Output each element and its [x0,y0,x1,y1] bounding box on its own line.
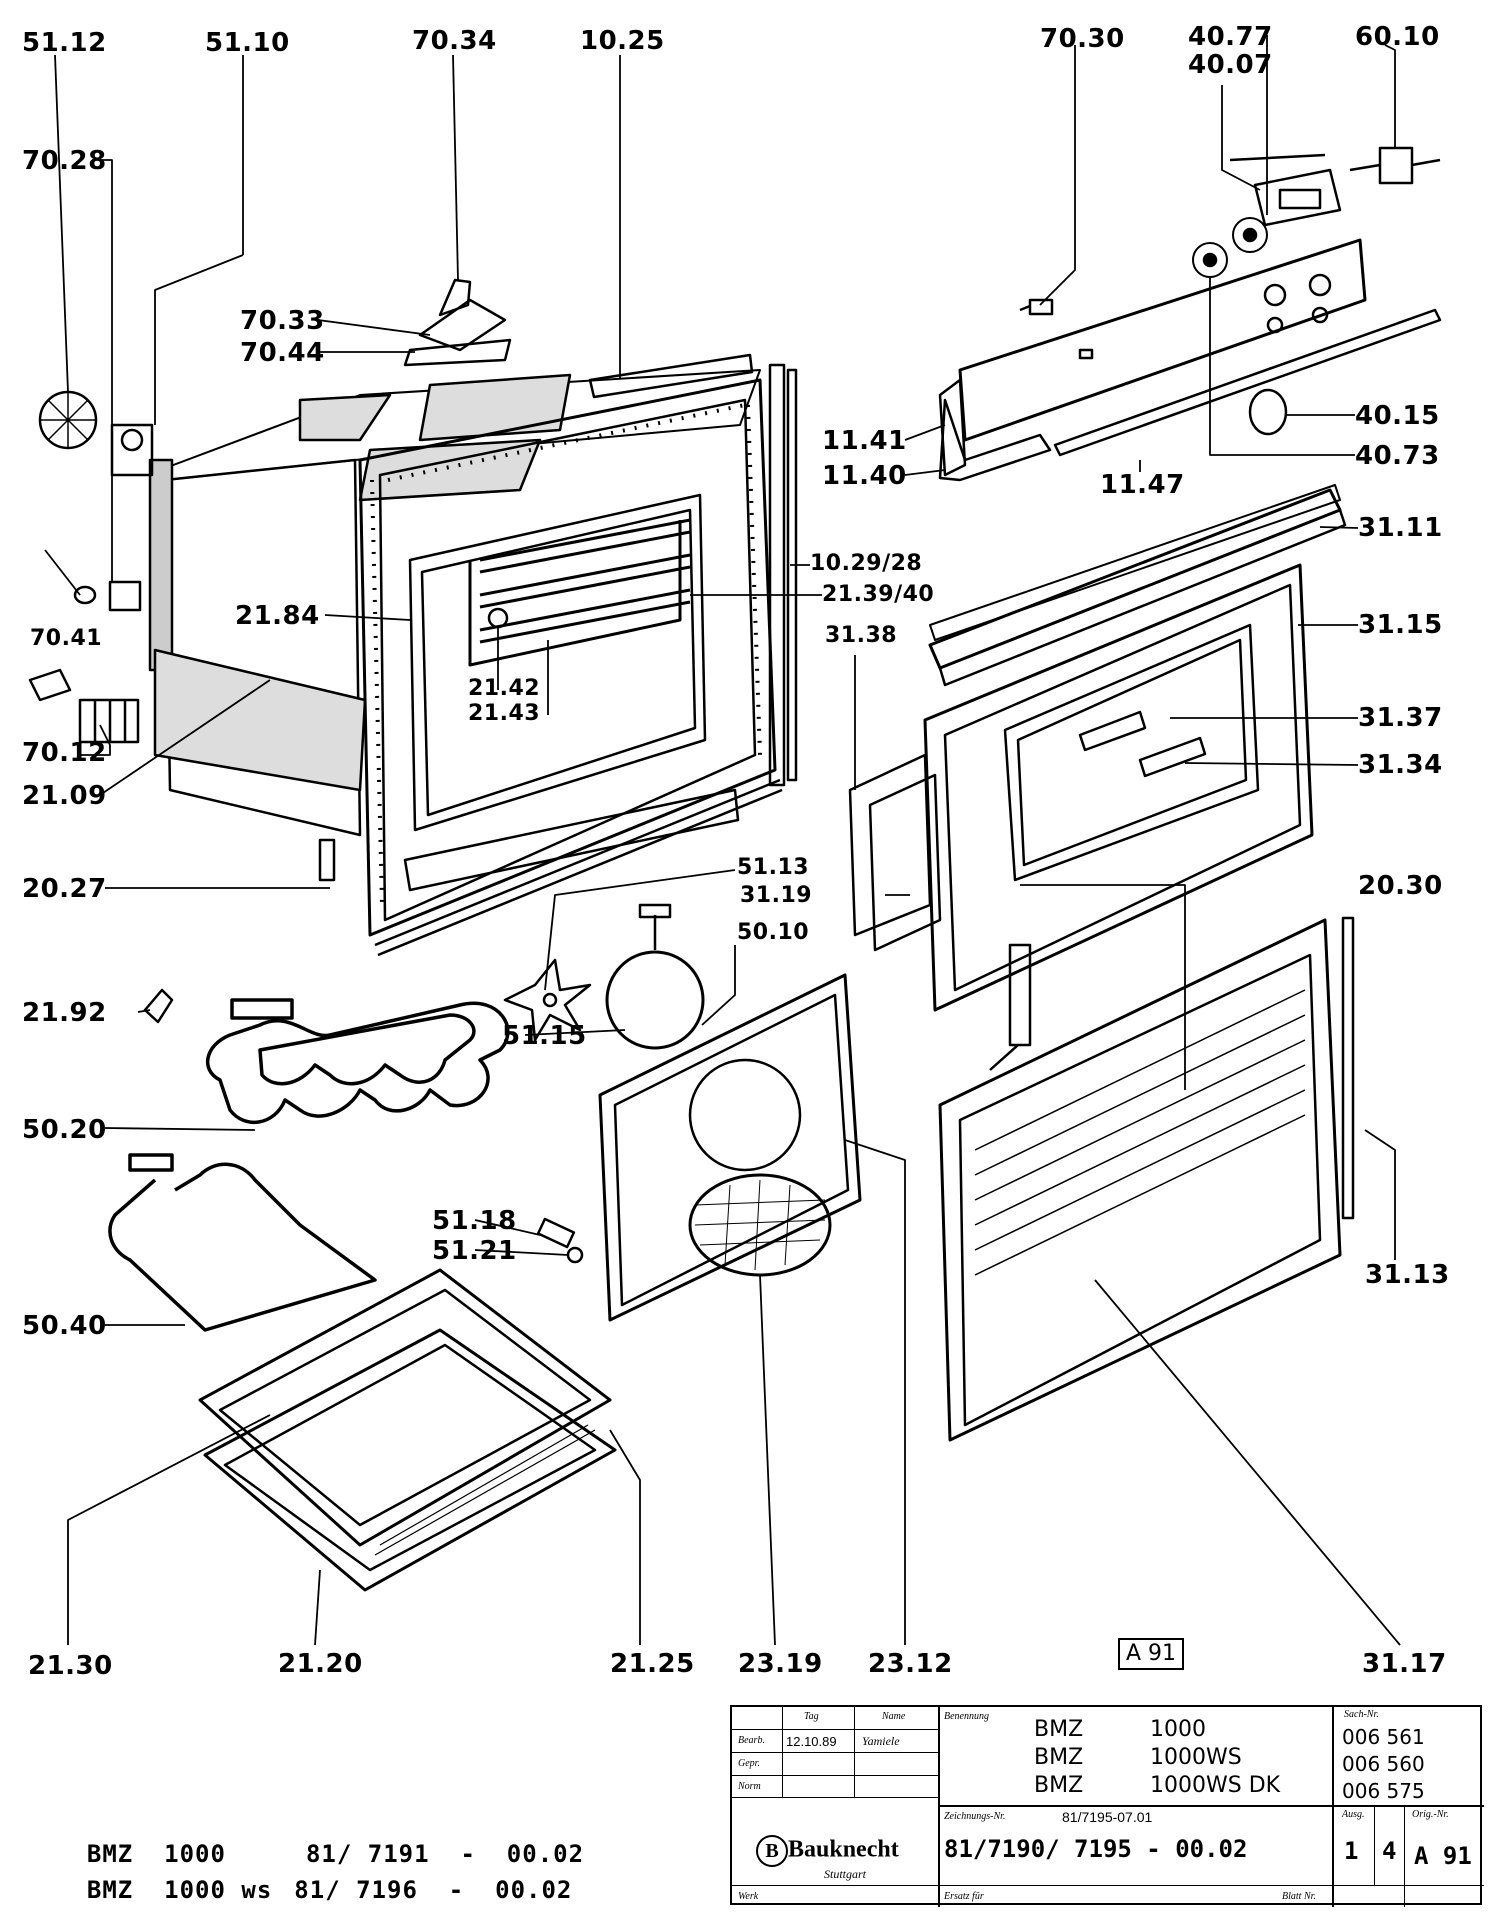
bottom-element [108,1153,377,1332]
model-line-1: BMZ 1000 81/ 7191 - 00.02 [56,1812,584,1868]
model-number: 81/ 7191 - 00.02 [305,1840,585,1868]
name-model-3: 1000WS DK [1150,1773,1281,1798]
label-10-25: 10.25 [580,26,665,56]
sach-no-1: 006 561 [1342,1725,1425,1749]
sheet-mark: A 91 [1118,1638,1184,1670]
label-20-27: 20.27 [22,874,107,904]
blatt-value: 4 [1382,1837,1397,1865]
label-70-30: 70.30 [1040,24,1125,54]
row-norm-label: Norm [738,1781,761,1792]
name-model-2: 1000WS [1150,1745,1242,1770]
label-70-33: 70.33 [240,306,325,336]
col-tag-label: Tag [804,1711,819,1722]
label-21-39-40: 21.39/40 [822,582,935,607]
ausg-label: Ausg. [1342,1809,1365,1820]
label-21-25: 21.25 [610,1649,695,1679]
ausg-value: 1 [1344,1837,1359,1865]
oven-housing [148,353,798,957]
label-23-19: 23.19 [738,1649,823,1679]
label-40-15: 40.15 [1355,401,1440,431]
model-name: BMZ 1000 ws [86,1876,273,1904]
sach-label: Sach-Nr. [1344,1709,1379,1720]
date-value: 12.10.89 [786,1734,837,1749]
city-label: Stuttgart [824,1867,867,1881]
label-60-10: 60.10 [1355,22,1440,52]
blatt-label: Blatt Nr. [1282,1891,1316,1902]
drawing-number: 81/7190/ 7195 - 00.02 [944,1835,1248,1863]
label-70-12: 70.12 [22,738,107,768]
drawing-no-label: Zeichnungs-Nr. [944,1811,1006,1822]
label-50-20: 50.20 [22,1115,107,1145]
company-name: Bauknecht [788,1836,899,1863]
label-31-13: 31.13 [1365,1260,1450,1290]
label-51-10: 51.10 [205,28,290,58]
label-21-43: 21.43 [468,701,541,726]
label-40-73: 40.73 [1355,441,1440,471]
name-code-1: BMZ [1034,1717,1084,1742]
row-gepr-label: Gepr. [738,1758,760,1769]
label-40-77: 40.77 [1188,22,1273,52]
label-31-38: 31.38 [825,623,898,648]
label-51-13: 51.13 [737,855,810,880]
werk-label: Werk [738,1891,759,1902]
label-31-17: 31.17 [1362,1649,1447,1679]
sach-no-2: 006 560 [1342,1752,1425,1776]
name-code-3: BMZ [1034,1773,1084,1798]
name-model-1: 1000 [1150,1717,1206,1742]
row-bearb-label: Bearb. [738,1735,765,1746]
orig-label: Orig.-Nr. [1412,1809,1449,1820]
label-31-37: 31.37 [1358,703,1443,733]
top-light [403,278,512,367]
model-line-2: BMZ 1000 ws 81/ 7196 - 00.02 [56,1848,572,1904]
label-51-21: 51.21 [432,1236,517,1266]
label-11-40: 11.40 [822,461,907,491]
col-name-label: Name [882,1711,906,1722]
grill-element [205,998,510,1125]
label-31-15: 31.15 [1358,610,1443,640]
orig-value: A 91 [1414,1842,1472,1870]
label-21-92: 21.92 [22,998,107,1028]
label-21-30: 21.30 [28,1651,113,1681]
label-51-15: 51.15 [502,1021,587,1051]
baking-tray [198,1268,617,1592]
label-51-18: 51.18 [432,1206,517,1236]
benennung-label: Benennung [944,1711,989,1722]
label-23-12: 23.12 [868,1649,953,1679]
label-10-29-28: 10.29/28 [810,551,923,576]
name-code-2: BMZ [1034,1745,1084,1770]
model-name: BMZ 1000 [86,1840,226,1868]
label-40-07: 40.07 [1188,50,1273,80]
label-21-84: 21.84 [235,601,320,631]
label-11-47: 11.47 [1100,470,1185,500]
label-21-42: 21.42 [468,676,541,701]
label-20-30: 20.30 [1358,871,1443,901]
label-31-19: 31.19 [740,883,813,908]
label-70-41: 70.41 [30,626,103,651]
drawn-by-value: Yamiele [862,1734,900,1748]
leader-lines [44,35,1401,1646]
label-70-44: 70.44 [240,338,325,368]
title-block: Tag Name Bearb. Gepr. Norm 12.10.89 Yami… [730,1705,1484,1907]
door-assembly [848,484,1355,1442]
sach-no-3: 006 575 [1342,1779,1425,1803]
label-50-10: 50.10 [737,920,810,945]
ersatz-label: Ersatz für [944,1891,984,1902]
label-21-09: 21.09 [22,781,107,811]
label-31-34: 31.34 [1358,750,1443,780]
label-21-20: 21.20 [278,1649,363,1679]
label-70-34: 70.34 [412,26,497,56]
drawing-ref: 81/7195-07.01 [1062,1809,1153,1825]
label-31-11: 31.11 [1358,513,1443,543]
rear-panel [503,903,862,1322]
label-11-41: 11.41 [822,426,907,456]
label-70-28: 70.28 [22,146,107,176]
label-51-12: 51.12 [22,28,107,58]
model-number: 81/ 7196 - 00.02 [294,1876,573,1904]
control-panel [938,146,1442,482]
label-50-40: 50.40 [22,1311,107,1341]
